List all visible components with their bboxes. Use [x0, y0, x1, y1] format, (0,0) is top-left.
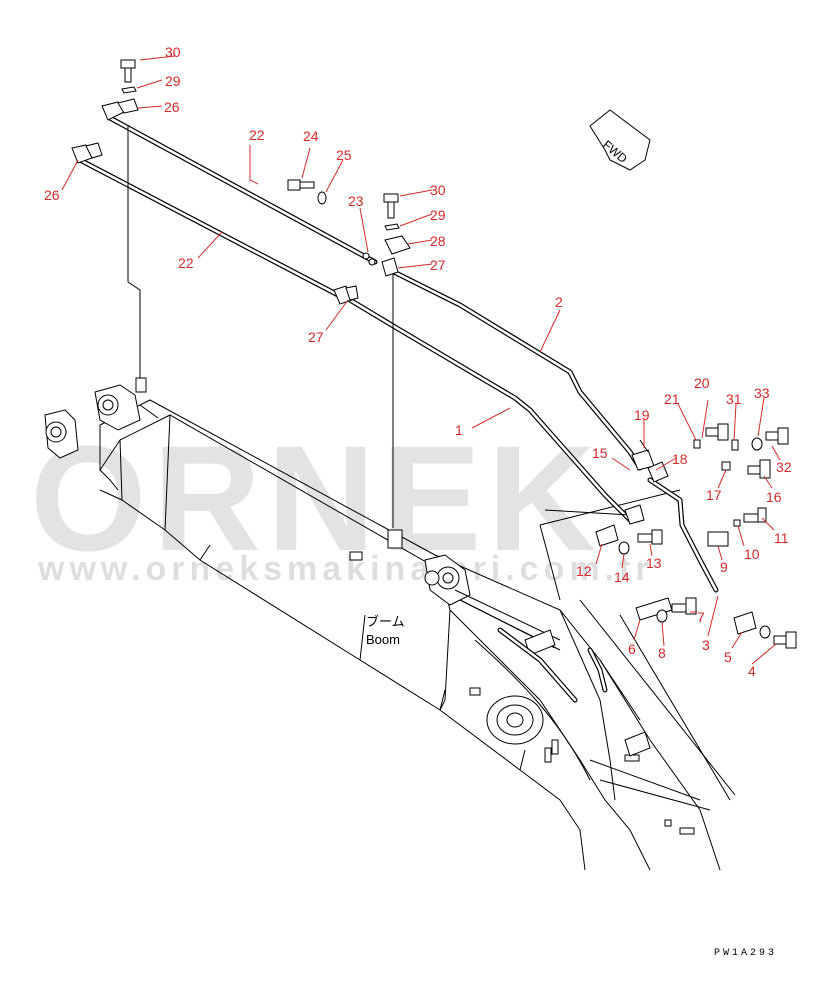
hose-22-upper	[107, 115, 378, 265]
callout-22-upper: 22	[249, 127, 265, 143]
callout-21: 21	[664, 391, 680, 407]
callout-32: 32	[776, 459, 792, 475]
callout-23: 23	[348, 193, 364, 209]
callout-19: 19	[634, 407, 650, 423]
washer-4	[759, 625, 771, 639]
callout-1: 1	[455, 422, 463, 438]
callout-2: 2	[555, 294, 563, 310]
boom-arm-boss	[469, 687, 695, 835]
washer-21	[693, 439, 701, 449]
bolt-24	[287, 179, 315, 191]
boom-foot-bracket	[44, 377, 159, 459]
callout-26-lower: 26	[44, 187, 60, 203]
boom-structure	[99, 399, 736, 871]
clamp-15	[624, 504, 645, 525]
bolt-13	[637, 529, 663, 545]
bracket-12	[595, 524, 619, 547]
callout-10: 10	[744, 546, 760, 562]
callout-31: 31	[726, 391, 742, 407]
boom-label-en: Boom	[366, 632, 400, 647]
drawing-reference: PW1A293	[714, 948, 777, 959]
callout-18: 18	[672, 451, 688, 467]
clamp-26-upper	[101, 98, 139, 121]
clamp-26-lower	[71, 142, 103, 164]
callout-33: 33	[754, 385, 770, 401]
callout-4: 4	[748, 663, 756, 679]
bolt-30-right	[383, 193, 399, 219]
pipe-1	[347, 297, 633, 523]
callout-11: 11	[774, 530, 789, 546]
washer-8	[656, 609, 668, 623]
callout-15: 15	[592, 445, 608, 461]
clamp-27-upper	[381, 257, 399, 277]
bolt-4	[773, 631, 797, 649]
callout-22-lower: 22	[178, 255, 194, 271]
washer-29-right	[384, 223, 400, 231]
callout-12: 12	[576, 563, 592, 579]
clamp-28	[384, 235, 411, 255]
callout-24: 24	[303, 128, 319, 144]
callout-26-upper: 26	[164, 99, 180, 115]
bolt-11	[743, 507, 767, 523]
callout-30-right: 30	[430, 182, 446, 198]
callout-30-upper: 30	[165, 44, 181, 60]
part-31	[731, 439, 739, 451]
callout-6: 6	[628, 641, 636, 657]
watermark: ORNEK www.orneksmakinalari.com.tr	[30, 414, 654, 588]
washer-29-left	[121, 86, 137, 94]
callout-3: 3	[702, 637, 710, 653]
fwd-arrow-icon: FWD	[589, 109, 651, 171]
callout-8: 8	[658, 645, 666, 661]
watermark-url: www.orneksmakinalari.com.tr	[37, 550, 654, 588]
bolt-16	[747, 459, 771, 479]
callout-29-upper: 29	[165, 73, 181, 89]
washer-25	[317, 191, 327, 205]
clamp-19	[631, 439, 655, 471]
boom-side-clamps	[497, 627, 651, 757]
callout-13: 13	[646, 555, 662, 571]
washer-14	[618, 541, 630, 555]
hose-22-lower	[77, 157, 343, 299]
bolt-20	[705, 423, 729, 441]
callout-16: 16	[766, 489, 782, 505]
callout-25: 25	[336, 147, 352, 163]
callout-28: 28	[430, 233, 446, 249]
callout-14: 14	[614, 569, 630, 585]
boom-label-jp: ブーム	[366, 614, 405, 629]
callout-9: 9	[720, 559, 728, 575]
boom-mid-bracket	[349, 529, 561, 649]
callout-29-right: 29	[430, 207, 446, 223]
washer-33	[751, 437, 763, 451]
connector-9	[707, 531, 729, 547]
callout-17: 17	[706, 487, 722, 503]
boom-label: ブーム Boom	[366, 614, 405, 647]
callout-20: 20	[694, 375, 710, 391]
part-17	[721, 461, 731, 471]
bolt-7	[671, 597, 697, 615]
callout-27-lower: 27	[308, 329, 324, 345]
bolt-32	[765, 427, 789, 445]
clamp-23	[362, 252, 376, 266]
callout-27-right: 27	[430, 257, 446, 273]
callouts: 30 29 26 22 24 25 26 23 30 29 28 27 22 2…	[44, 44, 792, 679]
watermark-text: ORNEK	[30, 414, 602, 582]
block-18	[647, 461, 669, 483]
pipe-3	[647, 477, 719, 593]
reference-lines	[127, 125, 631, 528]
callout-5: 5	[724, 649, 732, 665]
part-10	[733, 519, 741, 527]
clamp-27-lower	[333, 285, 359, 305]
clamp-5	[733, 611, 757, 635]
callout-7: 7	[697, 609, 705, 625]
bolt-30-left	[120, 59, 136, 83]
